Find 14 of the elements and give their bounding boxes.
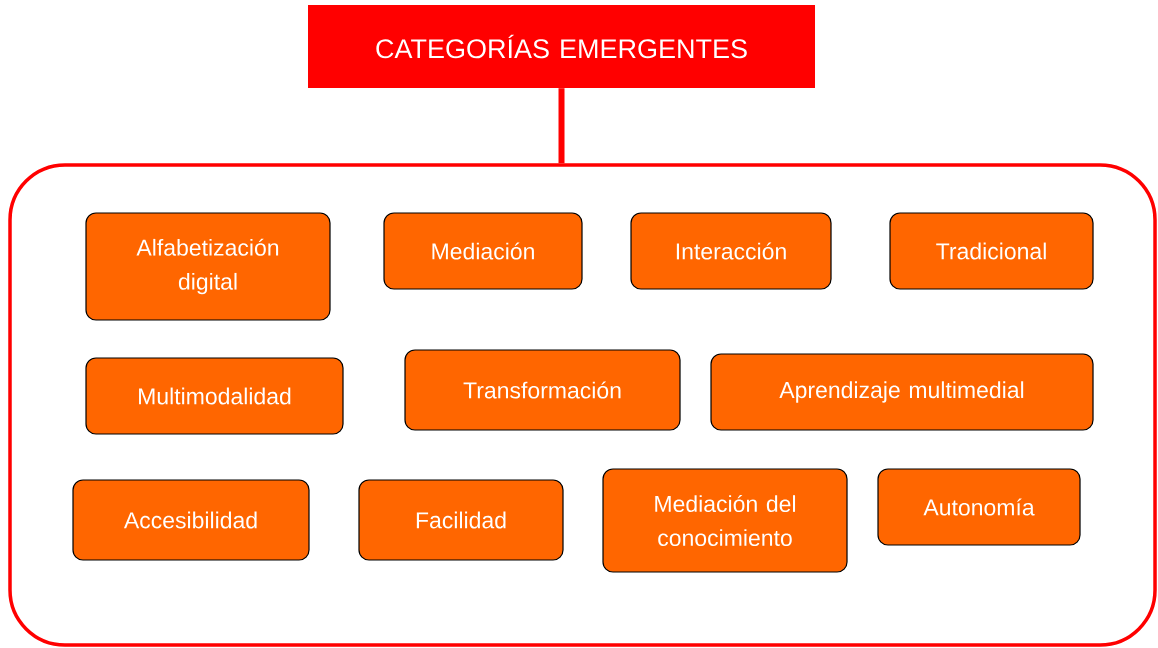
category-box: Tradicional [889, 212, 1094, 290]
connector-line [558, 88, 565, 164]
category-box: Mediación [383, 212, 583, 290]
container-box [8, 163, 1157, 647]
category-box: Alfabetización digital [85, 212, 331, 321]
title-box: CATEGORÍAS EMERGENTES [308, 5, 815, 88]
category-box: Accesibilidad [72, 479, 310, 561]
category-box: Transformación [404, 349, 681, 431]
category-box: Autonomía [877, 468, 1081, 546]
category-box: Interacción [630, 212, 832, 290]
category-box: Facilidad [358, 479, 564, 561]
category-box: Multimodalidad [85, 357, 344, 435]
category-box: Mediación del conocimiento [602, 468, 848, 573]
category-box: Aprendizaje multimedial [710, 353, 1094, 431]
